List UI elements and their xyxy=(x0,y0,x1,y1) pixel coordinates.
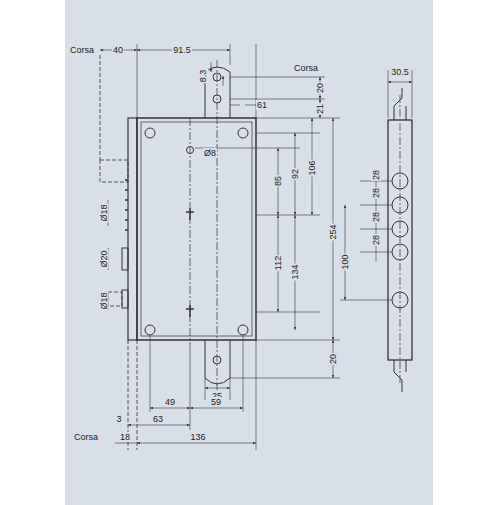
dimension-label: 28 xyxy=(371,187,381,199)
side-view xyxy=(388,88,412,392)
dimension-label: 18 xyxy=(119,432,131,442)
dimension-label: 30.5 xyxy=(390,67,410,77)
dimension-label: 3 xyxy=(115,414,122,424)
dimension-label: 61 xyxy=(256,100,268,110)
dimension-label: Ø18 xyxy=(99,291,109,310)
dimension-label: 106 xyxy=(307,159,317,176)
dimension-label: Corsa xyxy=(293,63,319,73)
centre-lines xyxy=(190,60,400,395)
dimension-label: 100 xyxy=(340,253,350,270)
dimension-lines xyxy=(100,44,412,450)
dimension-label: 49 xyxy=(164,397,176,407)
dimension-label: 20 xyxy=(328,353,338,365)
dimension-label: 92 xyxy=(290,168,300,180)
dimension-label: Corsa xyxy=(73,432,99,442)
dimension-label: 85 xyxy=(273,175,283,187)
dimension-label: 59 xyxy=(210,397,222,407)
paper xyxy=(65,0,433,505)
dimension-label: 20 xyxy=(315,82,325,94)
dimension-label: 28 xyxy=(371,169,381,181)
dimension-label: Corsa xyxy=(69,45,95,55)
dimension-label: 21 xyxy=(315,103,325,115)
dimension-label: 63 xyxy=(152,414,164,424)
dimension-label: Ø8 xyxy=(203,148,217,158)
dimension-label: 91.5 xyxy=(172,45,192,55)
dimension-label: 112 xyxy=(273,255,283,271)
dimension-label: 40 xyxy=(112,45,124,55)
dimension-label: Ø20 xyxy=(99,249,109,268)
dimension-label: 136 xyxy=(189,432,206,442)
dimension-label: 28 xyxy=(371,234,381,246)
dimension-label: 8.3 xyxy=(198,69,208,84)
dimension-label: 134 xyxy=(290,263,300,280)
lock-body xyxy=(122,67,256,384)
dimension-label: 28 xyxy=(371,211,381,223)
dimension-label: 254 xyxy=(328,223,338,240)
dimension-label: Ø18 xyxy=(99,203,109,222)
